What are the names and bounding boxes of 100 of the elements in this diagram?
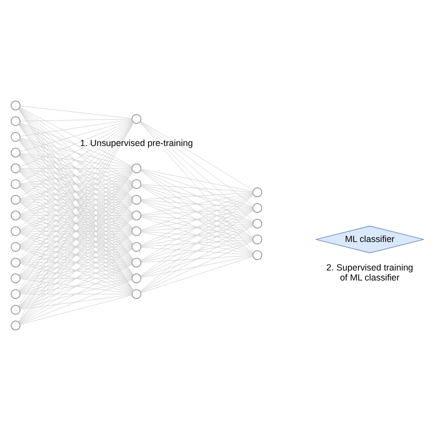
connector [20,246,132,262]
connector [20,152,132,168]
connector [140,256,254,293]
connector [140,231,253,254]
node-circle [10,304,20,314]
connector [20,248,132,292]
connector [20,246,132,247]
node-circle [132,257,142,268]
connector [140,239,253,262]
connector [20,200,132,261]
node-circle [132,288,142,298]
node-circle [132,178,142,188]
node-circle [10,242,20,252]
node-circle [10,226,20,236]
connector [140,215,253,224]
connector [20,232,132,277]
connector [140,120,254,206]
connector [20,248,132,308]
connector [140,223,253,231]
connector [20,232,133,308]
connector [20,119,132,152]
connector [20,184,132,230]
connector [140,193,254,245]
node-circle [132,273,142,283]
connector [20,216,132,246]
connector [140,184,254,222]
connector [140,254,253,262]
node-circle [10,288,20,298]
connector [140,224,254,276]
connector [20,200,132,230]
connector [140,168,254,207]
connector [20,138,132,198]
node-circle [10,273,20,283]
connector [140,170,254,238]
connector [20,278,132,294]
node-circle [10,116,20,126]
connector [140,192,254,230]
label: 1. Unsupervised pre-training [80,137,193,148]
connector [20,154,133,229]
node-circle [10,194,20,204]
node-circle [132,226,142,236]
connector [20,263,132,308]
connector [140,255,253,278]
connector [20,153,132,198]
connector [140,192,253,214]
connector [20,232,132,292]
connector [140,246,253,255]
connector [140,225,254,292]
connector [140,194,254,276]
connector [20,169,132,230]
connector [20,138,132,182]
node-circle [132,242,142,252]
connector [20,293,132,294]
connector [20,278,132,309]
connector [20,106,132,166]
connector [20,199,132,200]
connector [140,208,253,230]
connector [20,200,132,246]
node-circle [10,162,20,173]
connector [20,247,132,278]
connector [20,154,132,214]
connector [140,184,253,192]
node-circle [132,210,142,220]
connector [20,185,132,245]
connector [140,192,253,200]
connector [140,185,254,238]
node-circle [10,147,20,157]
node-circle [252,202,262,212]
connector [140,240,254,277]
connector [140,238,253,246]
connector [140,170,254,253]
connector [20,118,132,136]
connector [20,105,132,118]
connector [19,154,133,244]
connector [140,169,254,222]
node-circle [10,178,20,188]
connector [20,264,132,324]
connector [20,215,132,230]
node-circle [10,100,20,110]
node-circle [10,210,20,220]
node-circle [10,257,20,268]
connector [20,262,132,293]
connector [20,152,132,183]
connector [140,230,253,239]
connector [20,216,132,276]
connector [140,200,253,223]
connector [140,208,253,215]
node-circle [252,186,262,197]
connector [140,194,254,260]
connector [140,216,253,238]
connector [140,168,253,192]
connector [20,262,132,278]
connector [20,231,132,246]
connector [20,231,132,262]
connector [20,137,132,168]
connector [140,224,253,246]
node-circle [132,162,142,173]
connector [20,138,133,214]
connector [20,118,132,121]
connector [140,120,254,190]
